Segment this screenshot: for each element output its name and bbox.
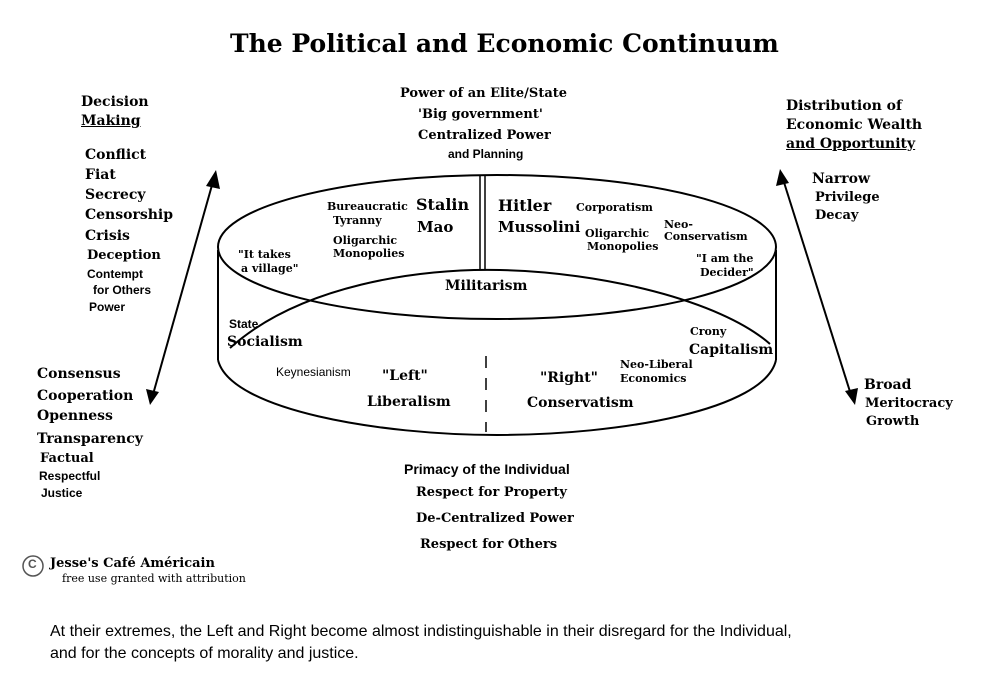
label-tyranny: Tyranny [333,214,382,227]
right-item-growth: Growth [866,414,920,429]
left-item-crisis: Crisis [85,228,130,244]
label-stalin: Stalin [416,195,470,214]
label-keynesianism: Keynesianism [276,365,351,379]
right-heading-line3: and Opportunity [786,136,916,152]
label-neo-liberal: Neo-Liberal [620,358,693,371]
label-monopolies-left: Monopolies [333,247,405,260]
label-decider-1: "I am the [696,252,754,265]
ring-bottom-arc [217,359,777,437]
label-monopolies-right: Monopolies [587,240,659,253]
left-item-respectful: Respectful [39,469,101,483]
left-arrow-head-bottom [146,389,159,405]
top-line-1: Power of an Elite/State [400,86,568,101]
copyright-icon: C [28,557,37,571]
left-item-contempt: Contempt [87,267,143,281]
right-item-broad: Broad [864,377,912,393]
label-militarism: Militarism [445,278,528,294]
right-item-decay: Decay [815,208,859,223]
footer-line-2: and for the concepts of morality and jus… [50,645,359,662]
left-item-consensus: Consensus [37,366,121,382]
top-line-3: Centralized Power [418,128,551,143]
left-heading-line2: Making [81,113,141,129]
right-arrow-shaft [781,175,853,399]
right-item-privilege: Privilege [815,190,880,205]
left-item-factual: Factual [40,451,94,466]
page-title: The Political and Economic Continuum [230,29,779,58]
left-arrow-head-top [206,170,220,189]
label-conservatism-neo: Conservatism [664,230,748,243]
label-left: "Left" [382,368,428,384]
bottom-line-1: Primacy of the Individual [404,461,570,477]
footer-line-1: At their extremes, the Left and Right be… [50,623,792,640]
credit-note: free use granted with attribution [62,572,246,585]
label-corporatism: Corporatism [576,201,653,214]
label-decider-2: Decider" [700,266,754,279]
label-socialism: Socialism [227,334,303,350]
copyright-circle [22,555,44,577]
credit-name: Jesse's Café Américain [50,556,215,571]
right-item-meritocracy: Meritocracy [865,396,953,411]
top-line-2: 'Big government' [418,107,543,122]
left-item-fiat: Fiat [85,167,116,183]
left-item-secrecy: Secrecy [85,187,146,203]
left-item-power: Power [89,300,126,314]
label-mussolini: Mussolini [498,218,581,236]
label-village-1: "It takes [238,248,291,261]
top-line-4: and Planning [448,147,524,161]
ring-top-ellipse [217,174,777,320]
left-item-censorship: Censorship [85,207,173,223]
left-item-transparency: Transparency [37,431,143,447]
bottom-line-3: De-Centralized Power [416,511,574,526]
right-arrow-head-top [776,169,789,186]
right-arrow-head-bottom [845,388,858,405]
label-hitler: Hitler [498,196,552,215]
label-mao: Mao [417,218,454,236]
label-bureaucratic: Bureaucratic [327,200,408,213]
left-item-cooperation: Cooperation [37,388,134,404]
left-item-deception: Deception [87,248,161,263]
label-state: State [229,317,259,331]
label-liberalism: Liberalism [367,394,451,410]
label-crony: Crony [690,325,727,338]
label-oligarchic-left: Oligarchic [333,234,398,247]
left-item-for-others: for Others [93,283,152,297]
left-arrow-shaft [151,177,215,399]
label-oligarchic-right: Oligarchic [585,227,650,240]
ring-inner-arc [229,268,771,349]
left-item-openness: Openness [37,408,113,424]
left-heading-line1: Decision [81,94,149,110]
bottom-line-2: Respect for Property [416,485,567,500]
left-item-justice: Justice [41,486,83,500]
label-economics: Economics [620,372,687,385]
label-right: "Right" [540,370,598,386]
right-heading-line2: Economic Wealth [786,117,923,133]
label-neo: Neo- [664,218,693,231]
label-village-2: a village" [241,262,299,275]
bottom-line-4: Respect for Others [420,537,558,552]
right-item-narrow: Narrow [812,171,871,187]
label-capitalism: Capitalism [689,342,774,358]
label-conservatism: Conservatism [527,395,634,411]
right-heading-line1: Distribution of [786,98,903,114]
left-item-conflict: Conflict [85,147,147,163]
